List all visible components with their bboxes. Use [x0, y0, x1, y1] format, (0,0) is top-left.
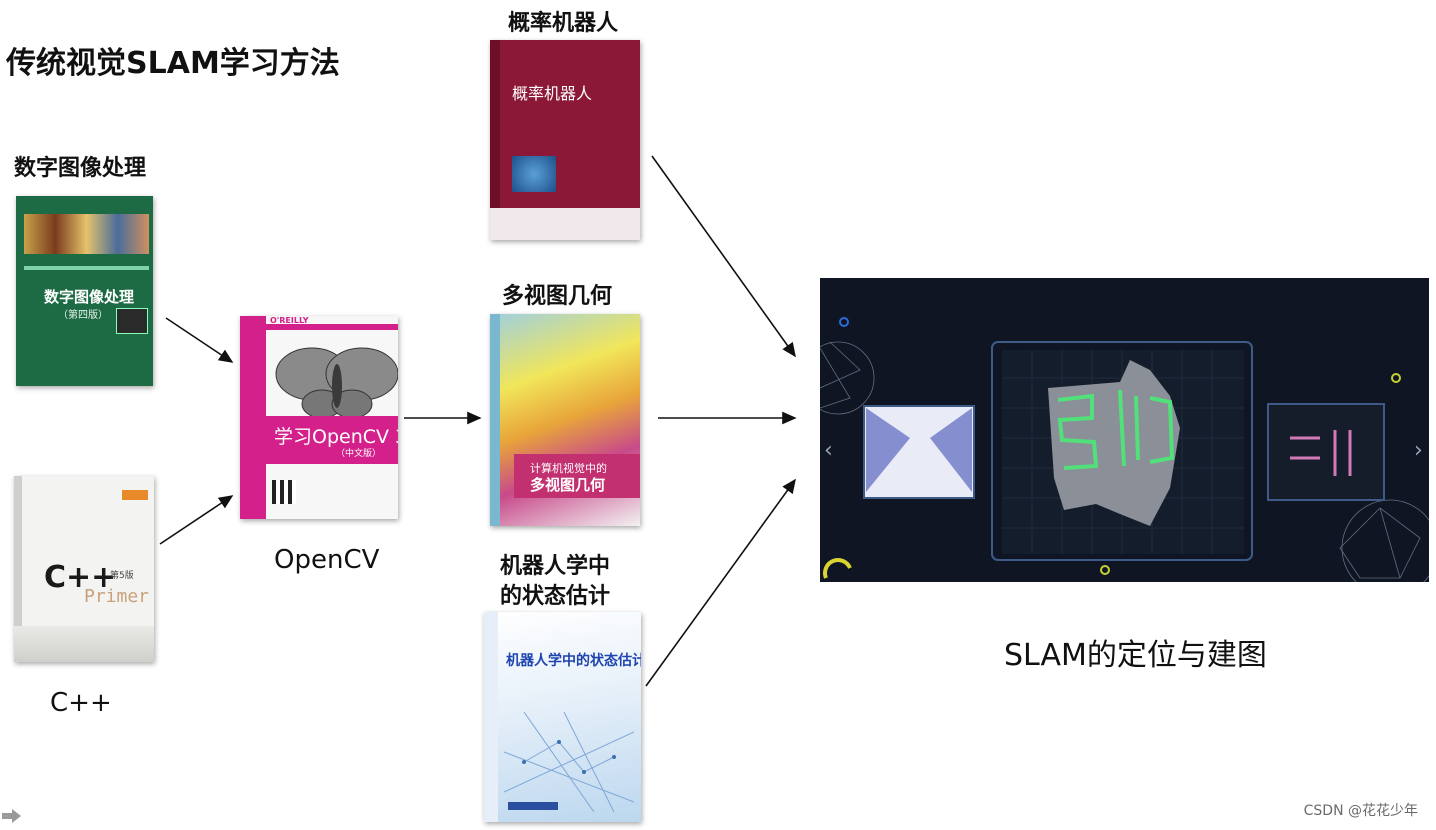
label-dip: 数字图像处理 — [14, 156, 147, 181]
arrow-dip-to-opencv — [165, 317, 234, 363]
cover-image — [24, 214, 149, 254]
label-slam-result: SLAM的定位与建图 — [1004, 638, 1267, 673]
book-title: C++ — [44, 560, 117, 595]
arrow-prob-to-slam — [651, 155, 796, 358]
label-prob-robotics: 概率机器人 — [508, 11, 619, 36]
label-mvg: 多视图几何 — [502, 284, 613, 309]
book-cpp-cover: C++ 第5版 Primer — [14, 476, 154, 662]
book-title: 概率机器人 — [512, 84, 593, 103]
cover-image — [512, 156, 556, 192]
slam-demo-panel: ‹ › — [820, 278, 1429, 582]
book-prob-cover: 概率机器人 — [490, 40, 640, 240]
logo-squares — [272, 480, 296, 504]
book-title-line1: 计算机视觉中的 — [530, 462, 607, 475]
book-spine — [240, 316, 266, 519]
arrow-cpp-to-opencv — [159, 495, 234, 545]
label-state-est-1: 机器人学中 — [500, 554, 611, 579]
arrow-right-icon[interactable] — [2, 808, 22, 824]
moth-illustration — [275, 347, 398, 419]
book-publisher: O'REILLY — [270, 316, 309, 325]
arrow-state-to-slam — [645, 478, 796, 687]
label-state-est-2: 的状态估计 — [500, 584, 611, 609]
chevron-right-icon[interactable]: › — [1414, 438, 1423, 463]
book-title: 学习OpenCV 3 — [274, 426, 398, 448]
book-dip-cover: 数字图像处理 （第四版） — [16, 196, 153, 386]
watermark: CSDN @花花少年 — [1303, 803, 1418, 819]
book-subtitle: Primer — [84, 586, 150, 607]
book-edition: 第5版 — [110, 571, 134, 581]
book-mvg-cover: 计算机视觉中的 多视图几何 — [490, 314, 640, 526]
book-title-line2: 多视图几何 — [530, 476, 606, 494]
chevron-left-icon[interactable]: ‹ — [824, 438, 833, 463]
book-edition: （第四版） — [58, 310, 108, 321]
network-illustration — [504, 712, 634, 812]
slam-visual — [820, 317, 1429, 582]
book-edition: （中文版） — [336, 449, 382, 459]
book-title: 数字图像处理 — [44, 288, 135, 306]
book-title: 机器人学中的状态估计 — [506, 653, 641, 669]
label-opencv: OpenCV — [274, 545, 380, 575]
book-opencv-cover: O'REILLY 学习OpenCV 3 （中文版） — [240, 316, 398, 519]
book-state-cover: 机器人学中的状态估计 — [484, 612, 641, 822]
label-cpp: C++ — [50, 688, 112, 718]
page-title: 传统视觉SLAM学习方法 — [6, 46, 340, 81]
